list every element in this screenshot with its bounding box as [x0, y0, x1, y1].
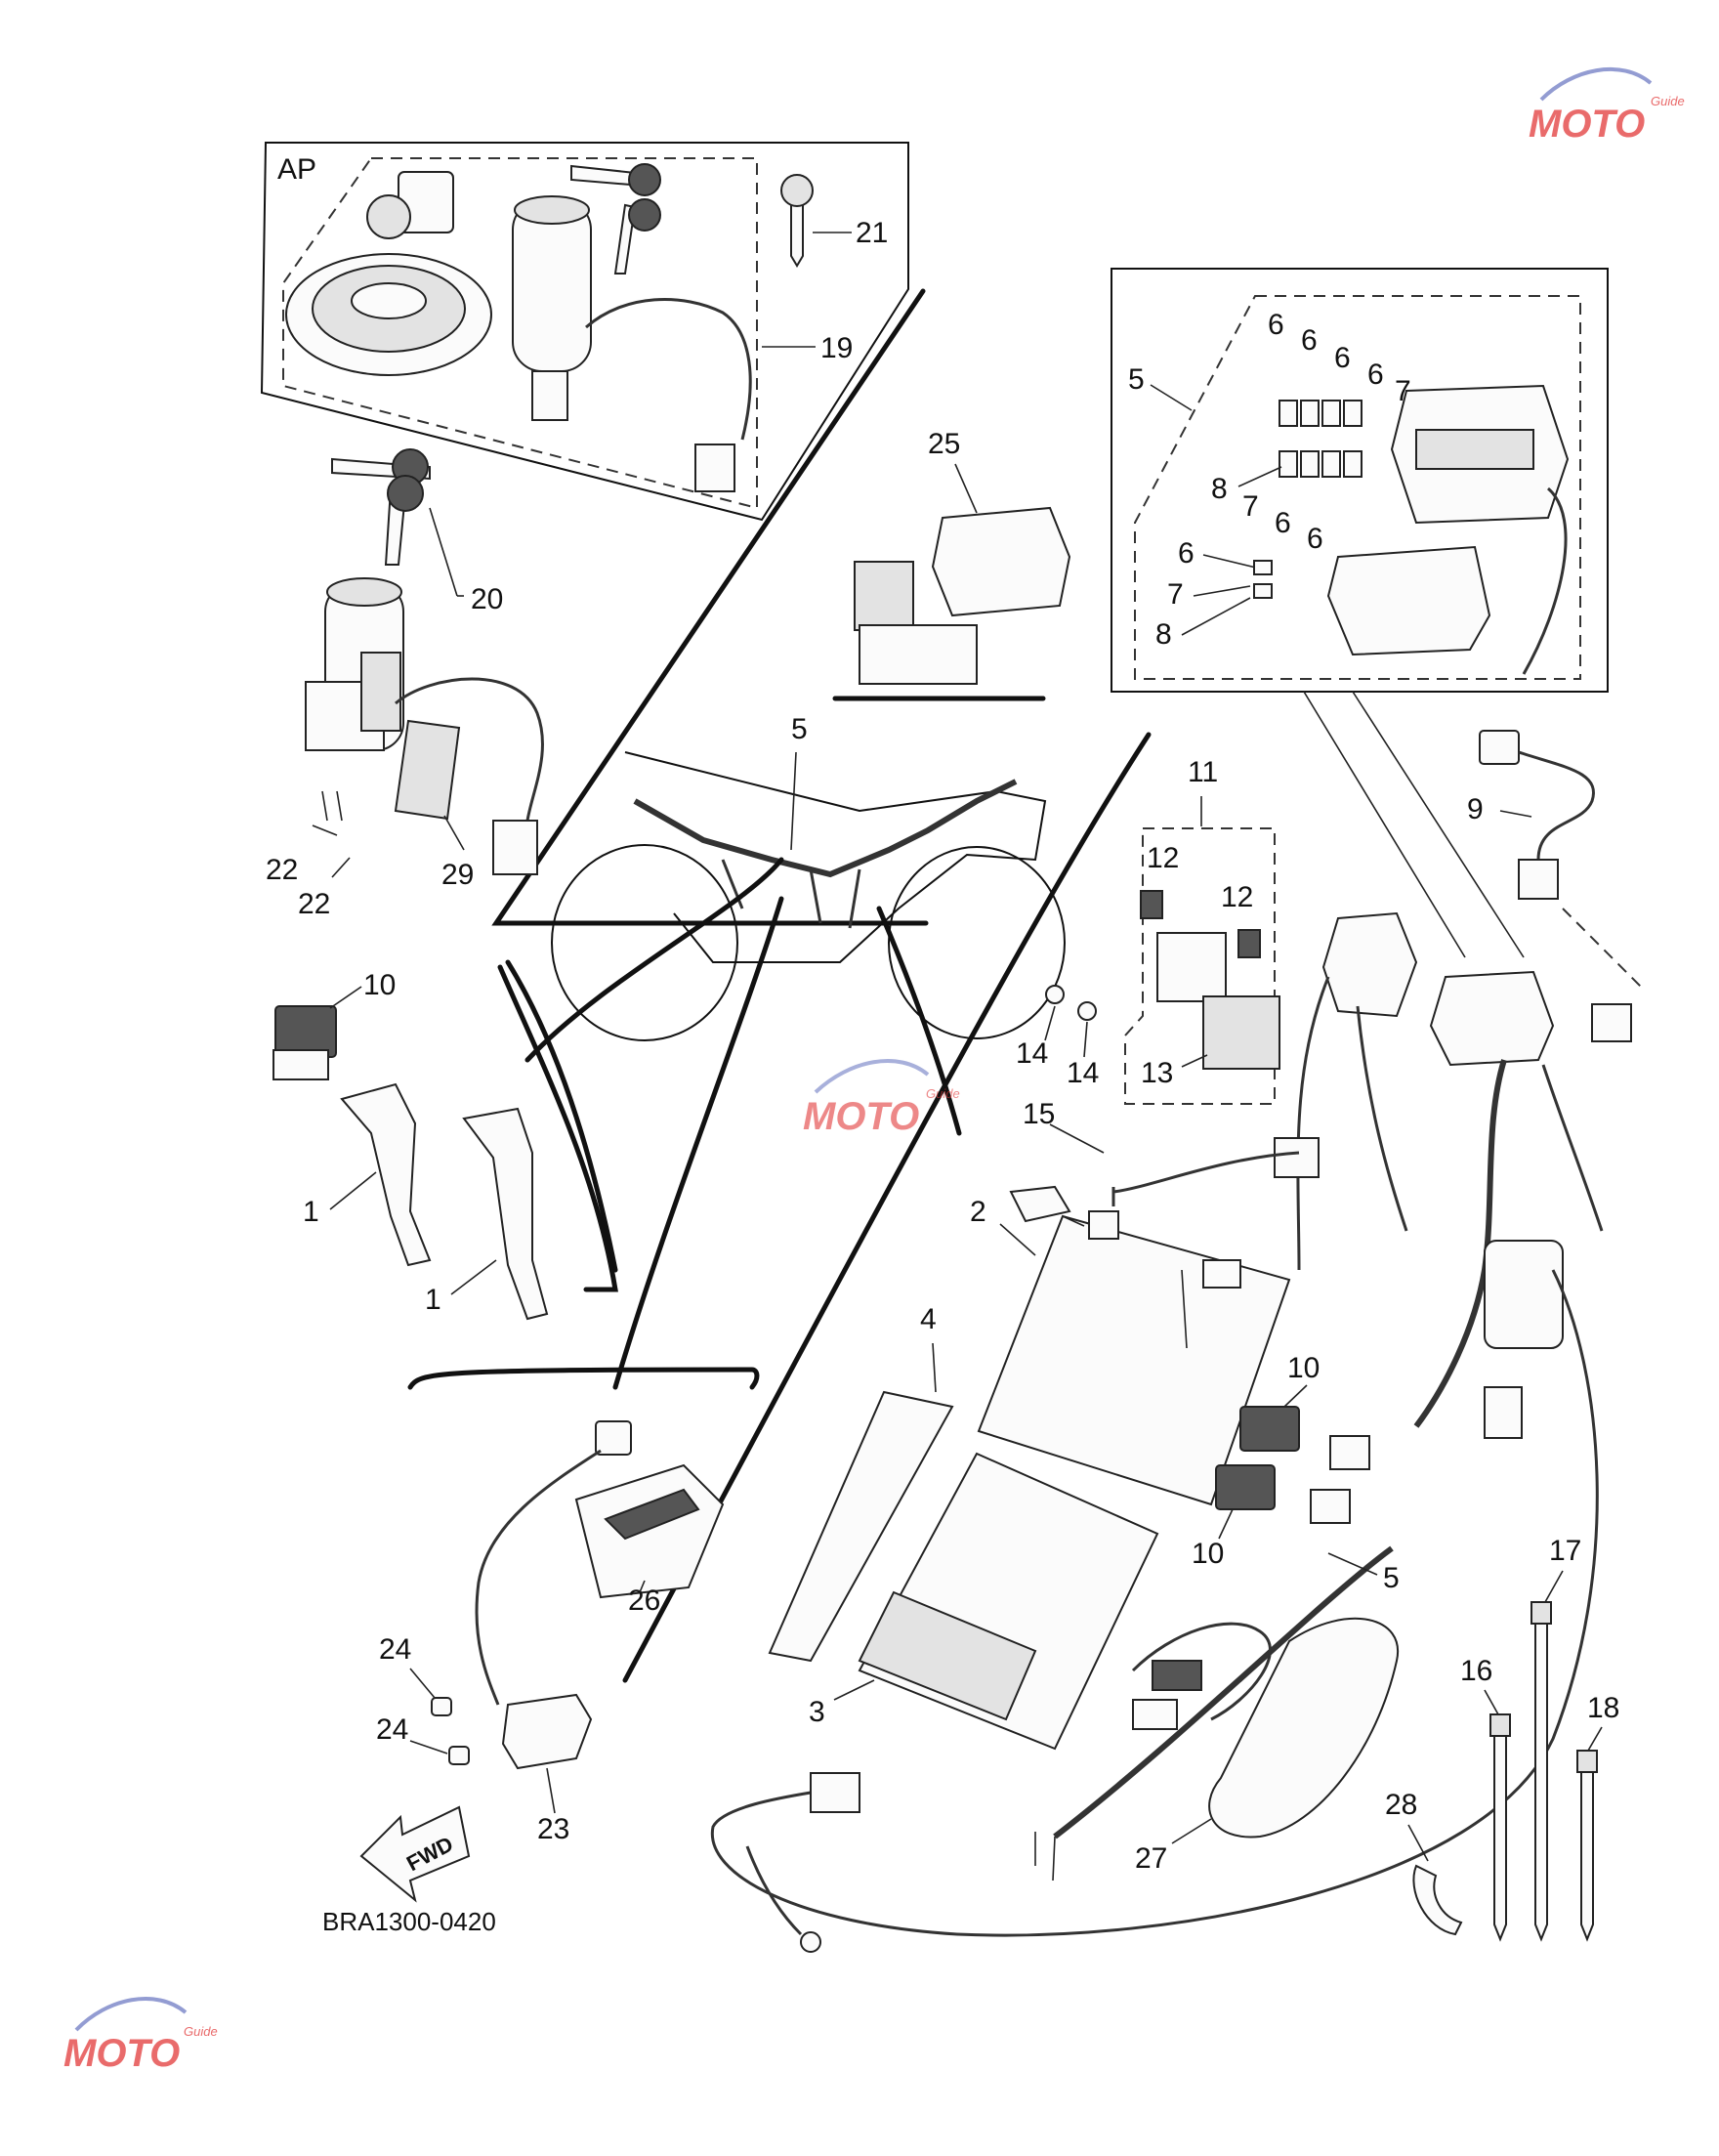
- watermark-top-right: MOTO Guide: [1529, 67, 1685, 146]
- callout-8b: 8: [1155, 618, 1172, 651]
- fwd-arrow: FWD: [359, 1805, 471, 1903]
- watermark-sub-3: Guide: [184, 2024, 218, 2039]
- callout-10b: 10: [1287, 1352, 1320, 1384]
- callout-15: 15: [1023, 1098, 1055, 1130]
- relay-10-right-group: 10 10 5: [1034, 1352, 1400, 1881]
- callout-12a: 12: [1147, 842, 1179, 874]
- watermark-center: MOTO Guide: [803, 1059, 960, 1138]
- callout-26: 26: [628, 1585, 660, 1617]
- callout-7c: 7: [1167, 578, 1184, 611]
- sensor-group: 26 24 24 23: [376, 1367, 760, 1845]
- callout-6a: 6: [1268, 309, 1284, 341]
- callout-24a: 24: [379, 1633, 411, 1666]
- callout-13: 13: [1141, 1057, 1173, 1089]
- callout-27: 27: [1135, 1842, 1167, 1875]
- part-9-group: 9: [1467, 730, 1596, 900]
- callout-6c: 6: [1334, 342, 1351, 374]
- watermark-bottom-left: MOTO Guide: [63, 1997, 218, 2075]
- callout-19: 19: [820, 332, 853, 364]
- callout-7a: 7: [1395, 375, 1411, 407]
- watermark-brand-3: MOTO: [63, 2032, 180, 2075]
- callout-5-harness: 5: [791, 713, 808, 745]
- fuse-box-inset: 5 6 6 6 6 7 8 7 6 6 6 7 8: [1111, 268, 1609, 958]
- callout-29: 29: [441, 859, 474, 891]
- diagram-code: BRA1300-0420: [322, 1907, 496, 1936]
- battery-group: 2 3 4: [768, 1196, 1291, 1751]
- callout-2: 2: [970, 1196, 986, 1228]
- watermark-sub-1: Guide: [1651, 94, 1685, 108]
- relay-group: 11 12 12 13 14 14: [622, 732, 1280, 1683]
- callout-18: 18: [1587, 1692, 1619, 1724]
- callout-5-right: 5: [1383, 1562, 1400, 1594]
- callout-17: 17: [1549, 1535, 1581, 1567]
- part-25-group: 25: [832, 428, 1071, 701]
- callout-11: 11: [1188, 756, 1218, 788]
- callout-23: 23: [537, 1813, 569, 1845]
- callout-7b: 7: [1242, 490, 1259, 523]
- callout-6b: 6: [1301, 324, 1318, 357]
- callout-12b: 12: [1221, 881, 1253, 913]
- callout-3: 3: [809, 1696, 825, 1728]
- callout-14b: 14: [1067, 1057, 1099, 1089]
- ap-key-set-group: AP 21 19: [260, 142, 909, 522]
- callout-16: 16: [1460, 1655, 1492, 1687]
- callout-8a: 8: [1211, 473, 1228, 505]
- harness-right: 15: [710, 908, 1642, 1953]
- callout-6g: 6: [1178, 537, 1195, 570]
- callout-1a: 1: [303, 1196, 319, 1228]
- watermark-sub-2: Guide: [926, 1086, 960, 1101]
- callout-6f: 6: [1307, 523, 1323, 555]
- callout-5-inset: 5: [1128, 363, 1145, 396]
- callout-21: 21: [856, 217, 888, 249]
- watermark-brand-2: MOTO: [803, 1095, 919, 1138]
- callout-4: 4: [920, 1303, 937, 1335]
- main-switch-group: 20 22 22 29: [266, 288, 929, 926]
- callout-22a: 22: [266, 854, 298, 886]
- watermark-brand-1: MOTO: [1529, 103, 1645, 146]
- callout-10a: 10: [363, 969, 396, 1001]
- callout-24b: 24: [376, 1713, 408, 1746]
- callout-9: 9: [1467, 793, 1484, 825]
- callout-14a: 14: [1016, 1037, 1048, 1070]
- callout-6e: 6: [1275, 507, 1291, 539]
- callout-20: 20: [471, 583, 503, 615]
- callout-6d: 6: [1367, 359, 1384, 391]
- callout-1b: 1: [425, 1284, 441, 1316]
- coil-group: 10 1 1: [273, 964, 618, 1321]
- callout-25: 25: [928, 428, 960, 460]
- cable-ties-group: 16 17 18 28: [1385, 1535, 1619, 1942]
- motorcycle-silhouette: 5: [505, 713, 1066, 1390]
- group-tag-ap: AP: [277, 153, 316, 186]
- part-27-group: 27: [1131, 1617, 1400, 1875]
- callout-28: 28: [1385, 1789, 1417, 1821]
- callout-22b: 22: [298, 888, 330, 920]
- callout-10c: 10: [1192, 1538, 1224, 1570]
